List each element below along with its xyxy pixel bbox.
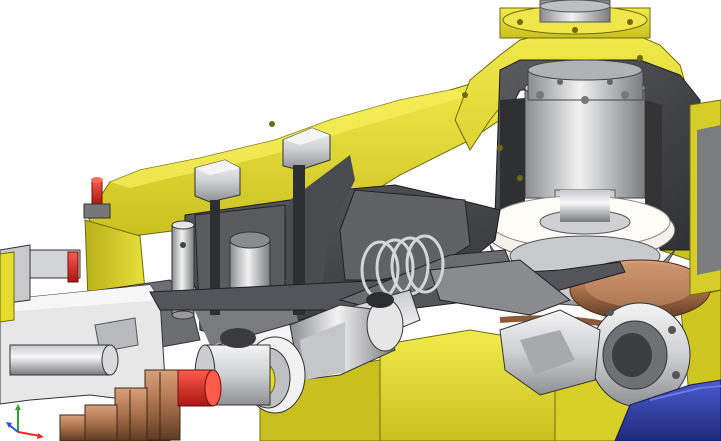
outlet-flange[interactable] [589,302,691,408]
x-axis-arrow [37,433,44,439]
x-axis [17,431,41,437]
z-axis-arrow [6,422,12,428]
vertical-column-section[interactable] [494,59,701,251]
housing-section-right [697,125,721,275]
elbow-pipe[interactable] [499,309,601,396]
support-rib-left [210,200,220,315]
housing-edge-left [0,251,15,323]
cover-plate-left[interactable] [194,159,241,203]
top-flange[interactable] [499,0,651,39]
bronze-nut-stack[interactable] [59,369,181,441]
cover-plate-right[interactable] [282,127,331,171]
coil-spring[interactable] [360,234,445,300]
coordinate-triad [6,404,44,439]
red-shaft-tip[interactable] [177,369,222,407]
piston-rod[interactable] [9,344,119,376]
shaft-boss[interactable] [229,231,271,291]
bolt-heads [269,55,643,181]
red-tab[interactable] [67,251,79,283]
support-rib-right [293,165,305,315]
red-knob[interactable] [83,177,111,219]
blue-motor-housing[interactable] [614,379,721,441]
y-axis-arrow [15,404,21,410]
main-horizontal-shaft[interactable] [194,289,421,414]
